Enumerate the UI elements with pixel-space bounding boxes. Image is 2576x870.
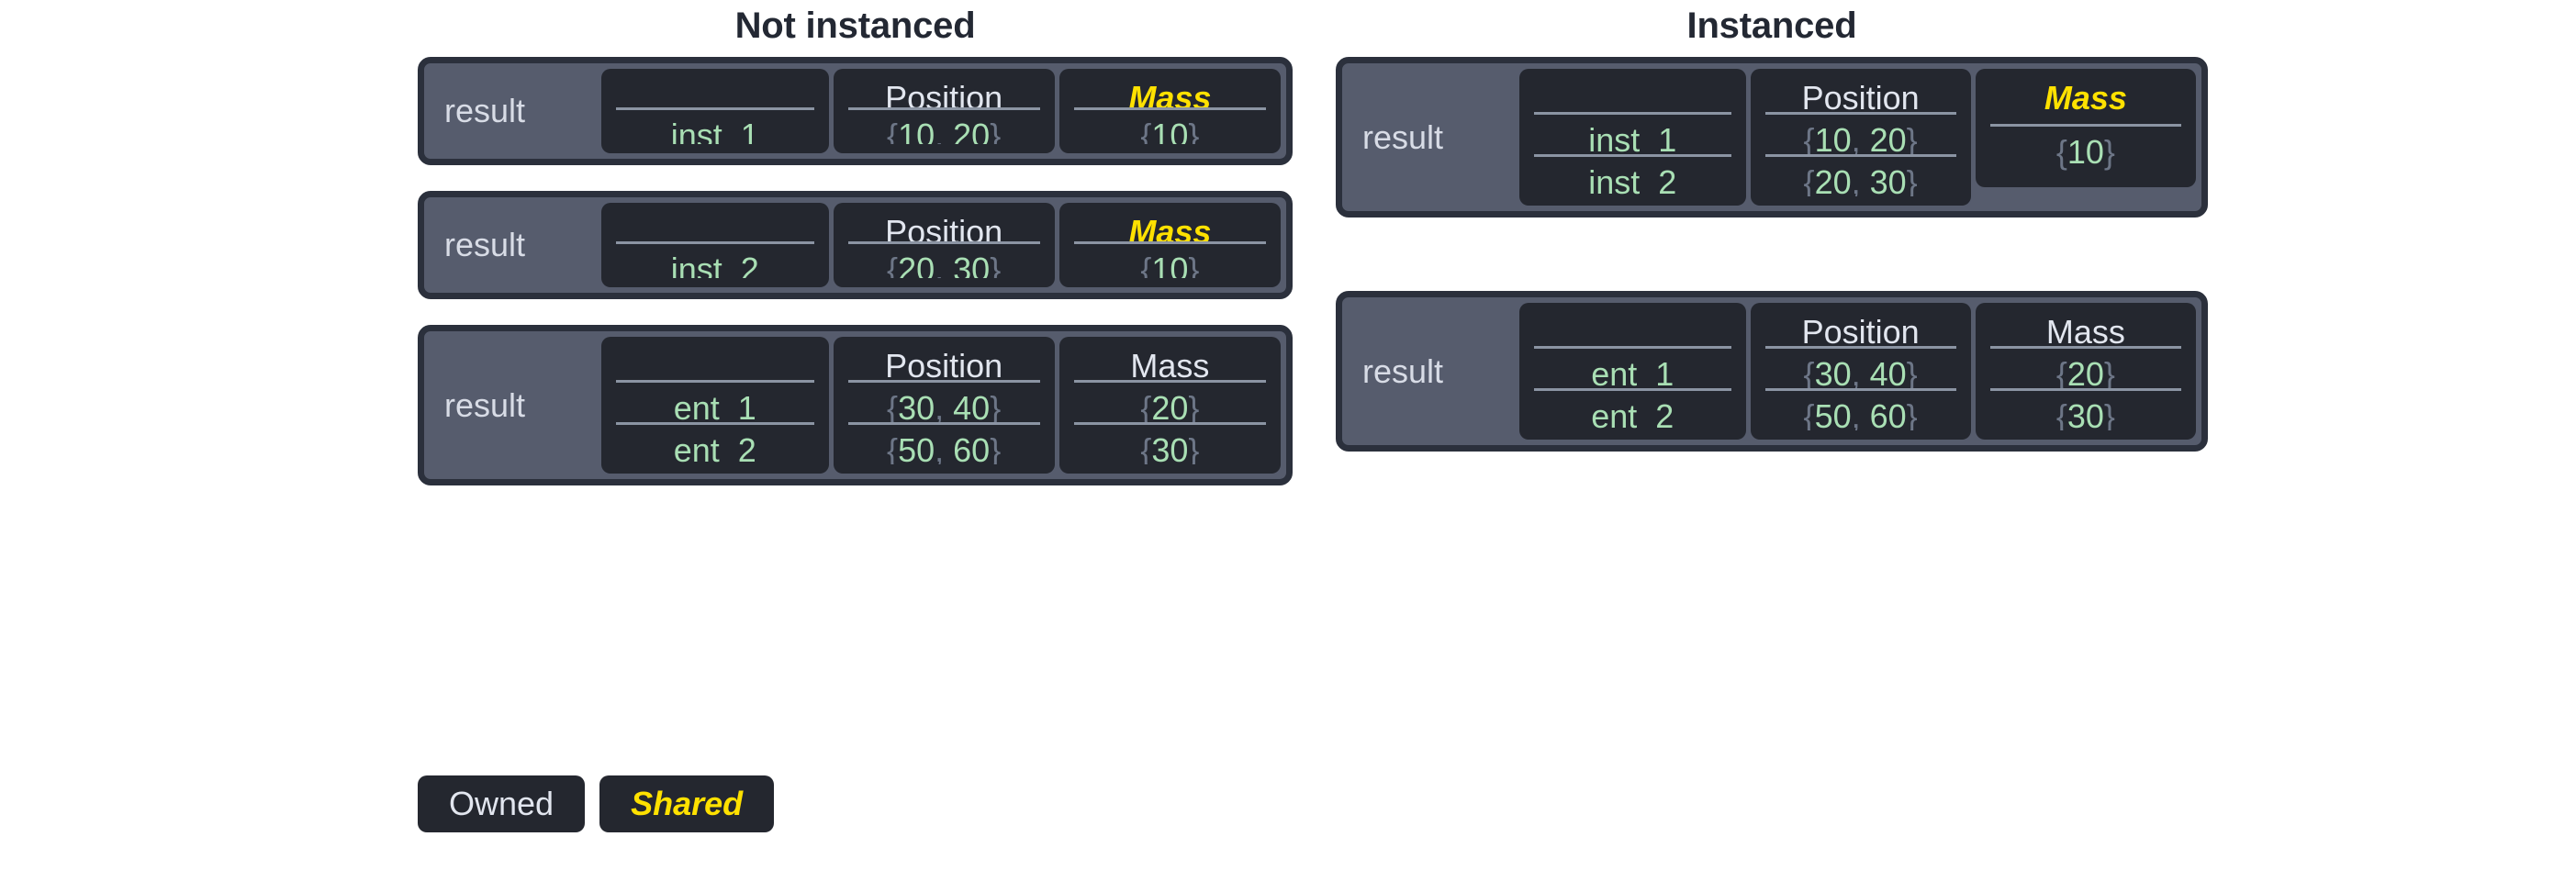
table-column: Position{10, 20} [833, 69, 1055, 153]
column-header: Mass [1130, 347, 1210, 381]
table-column: inst_2 [601, 203, 829, 287]
table-column: Position{30, 40}{50, 60} [833, 337, 1055, 474]
table-cell: {30, 40} [847, 380, 1040, 422]
table-column: Position{20, 30} [833, 203, 1055, 287]
table-column: Mass {10} [1975, 69, 2196, 187]
table-cell: {20, 30} [1764, 154, 1956, 196]
column-header [1534, 74, 1731, 112]
table-cell: ent_2 [1534, 388, 1731, 430]
table-cell: inst_2 [616, 240, 814, 278]
table-cell: ent_2 [616, 422, 814, 464]
legend-chip-owned: Owned [418, 775, 586, 832]
column-header [616, 74, 814, 107]
table-cell: {10, 20} [847, 106, 1040, 144]
column-header: Position [885, 213, 1003, 241]
table-cell: {30} [1073, 422, 1266, 464]
table-cell: inst_2 [1534, 154, 1731, 196]
section-title-not-instanced: Not instanced [734, 6, 976, 46]
table-cell: ent_1 [616, 380, 814, 422]
table-cell: ent_1 [1534, 346, 1731, 388]
column-header [616, 208, 814, 241]
table-column: Mass{20}{30} [1058, 337, 1281, 474]
table-cell: {50, 60} [847, 422, 1040, 464]
table-column: Position{10, 20}{20, 30} [1750, 69, 1971, 206]
column-header: Position [885, 347, 1003, 381]
table-cell: {10} [1989, 124, 2181, 178]
table-label: result [1362, 351, 1444, 390]
column-header [1534, 308, 1731, 346]
table-label: result [444, 385, 526, 424]
column-header: Mass [1128, 213, 1212, 241]
column-header: Position [1801, 79, 1920, 113]
table-cell: {20} [1073, 380, 1266, 422]
table-cell: {10} [1073, 240, 1266, 278]
table-column: Position{30, 40}{50, 60} [1750, 303, 1971, 440]
column-header: Mass [2045, 313, 2125, 347]
column-header [616, 342, 814, 380]
table-label: result [444, 92, 526, 129]
column-header: Position [1801, 313, 1920, 347]
table-cell: inst_1 [1534, 112, 1731, 154]
table-cell: {10, 20} [1764, 112, 1956, 154]
table-cell: {50, 60} [1764, 388, 1956, 430]
table-cell: {30} [1989, 388, 2181, 430]
table-cell: {20, 30} [847, 240, 1040, 278]
column-header: Mass [1128, 79, 1212, 107]
table-cell: inst_1 [616, 106, 814, 144]
column-header: Position [885, 79, 1003, 107]
table-cell: {20} [1989, 346, 2181, 388]
legend-chip-shared: Shared [599, 775, 775, 832]
table-cell: {30, 40} [1764, 346, 1956, 388]
table-column: Mass{10} [1058, 69, 1281, 153]
section-title-instanced: Instanced [1686, 6, 1857, 46]
table-column: Mass{10} [1058, 203, 1281, 287]
table-cell: {10} [1073, 106, 1266, 144]
table-label: result [1362, 117, 1444, 156]
table-column: Mass{20}{30} [1975, 303, 2196, 440]
column-header: Mass [2044, 79, 2127, 117]
table-label: result [444, 226, 526, 263]
table-column: inst_1 [601, 69, 829, 153]
